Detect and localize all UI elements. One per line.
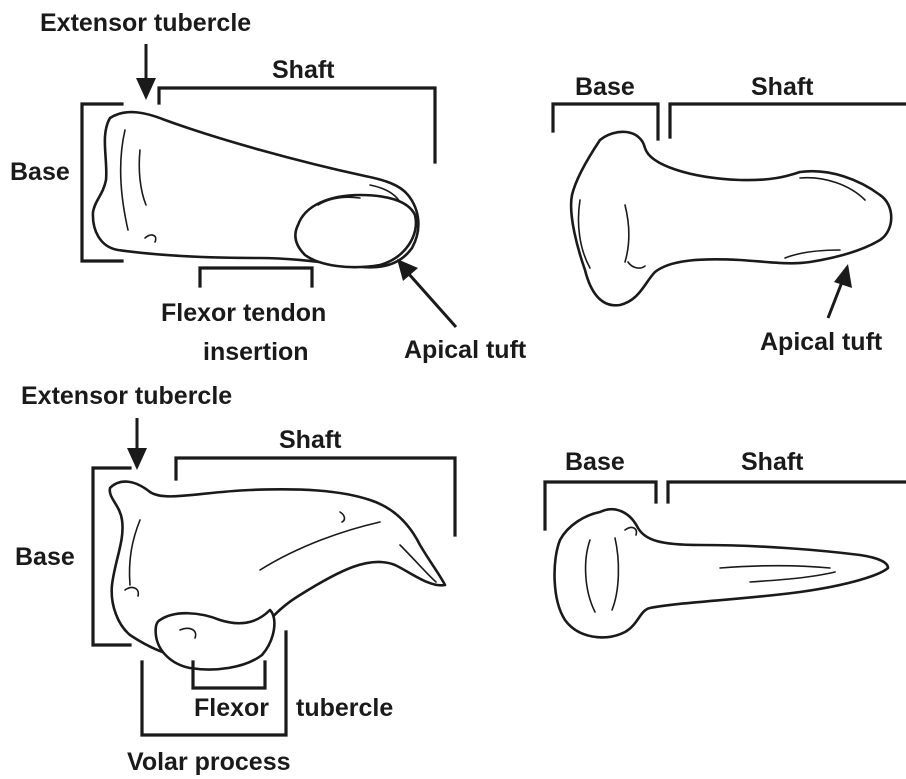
panel-bottom-left: Extensor tubercle Shaft Base Flexor tube…	[15, 382, 455, 776]
label-base-bottom-right: Base	[565, 448, 625, 476]
label-volar-process: Volar process	[127, 748, 291, 776]
label-shaft-bottom-right: Shaft	[741, 448, 804, 476]
bone-dorsal-bottom	[555, 509, 888, 637]
bracket-shaft-bottom-right	[668, 482, 906, 502]
label-apical-tuft-top-right: Apical tuft	[760, 328, 883, 356]
label-base-top-right: Base	[575, 73, 635, 101]
bracket-flexor-insertion	[200, 268, 312, 286]
label-extensor-tubercle-top: Extensor tubercle	[40, 9, 251, 37]
label-base-top-left: Base	[10, 158, 70, 186]
label-extensor-tubercle-bottom: Extensor tubercle	[21, 382, 232, 410]
label-shaft-top-left: Shaft	[272, 56, 335, 84]
bone-lateral-bottom	[110, 482, 445, 670]
panel-top-left: Extensor tubercle Shaft Base Flexor tend…	[10, 9, 527, 366]
panel-bottom-right: Base Shaft	[545, 448, 906, 637]
label-base-bottom-left: Base	[15, 543, 75, 571]
bracket-shaft-top-right	[670, 104, 906, 137]
label-flexor: Flexor	[194, 694, 269, 722]
arrow-extensor-tubercle-top	[136, 44, 156, 100]
bracket-base-top-right	[553, 104, 658, 139]
arrow-extensor-tubercle-bottom	[127, 418, 147, 470]
label-tubercle: tubercle	[296, 694, 393, 722]
bone-lateral-top	[93, 112, 418, 267]
arrow-apical-tuft-top-right	[828, 264, 852, 318]
label-shaft-top-right: Shaft	[751, 73, 814, 101]
arrow-apical-tuft-top-left	[397, 259, 456, 327]
label-flexor-tendon: Flexor tendon	[161, 299, 326, 327]
label-insertion: insertion	[203, 338, 309, 366]
label-shaft-bottom-left: Shaft	[279, 426, 342, 454]
label-apical-tuft-top-left: Apical tuft	[404, 336, 527, 364]
panel-top-right: Base Shaft Apical tuft	[553, 73, 906, 356]
